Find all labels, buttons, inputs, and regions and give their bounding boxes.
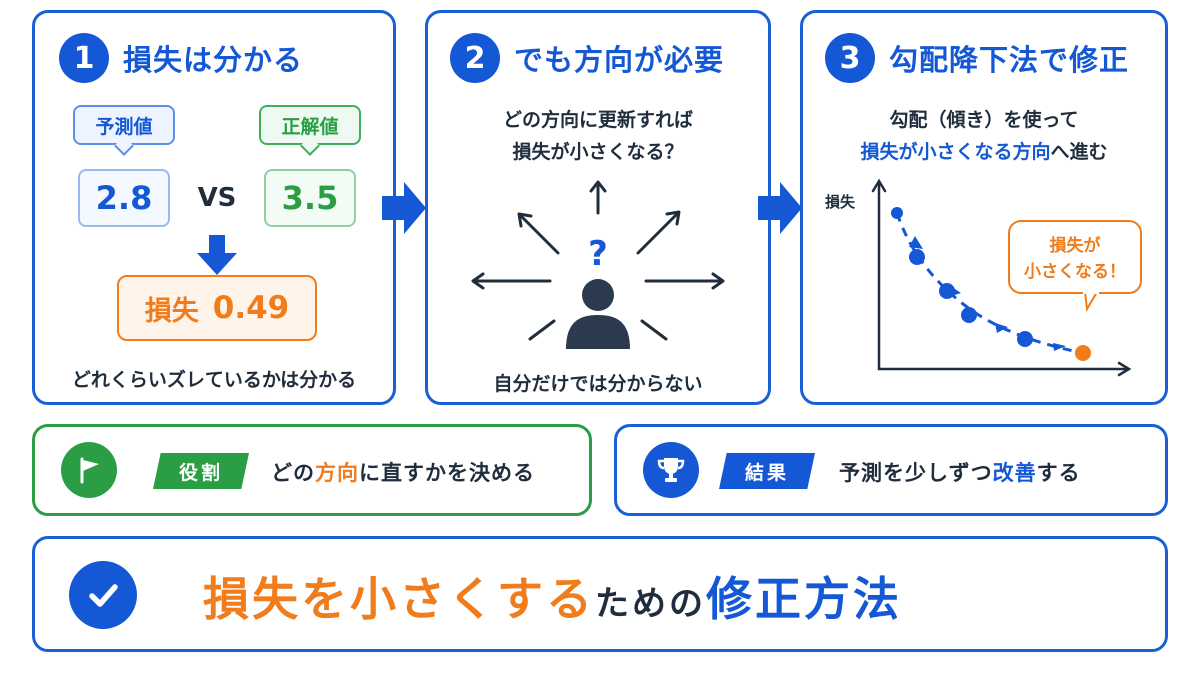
step2-title: でも方向が必要 bbox=[514, 43, 725, 77]
step2-question-line1: どの方向に更新すれば bbox=[502, 109, 693, 131]
down-arrow-icon bbox=[197, 235, 237, 275]
step1-title: 損失は分かる bbox=[123, 43, 304, 77]
step3-number: 3 bbox=[825, 33, 875, 83]
role-text: どの方向に直すかを決める bbox=[271, 461, 535, 485]
step3-desc-line1: 勾配（傾き）を使って bbox=[889, 109, 1079, 131]
step2-question-line2: 損失が小さくなる？ bbox=[512, 141, 684, 163]
bubble-line2: 小さくなる！ bbox=[1024, 262, 1126, 282]
step3-header: 3 勾配降下法で修正 bbox=[825, 33, 1129, 83]
vs-label: VS bbox=[197, 183, 237, 213]
direction-arrows-icon: ? bbox=[471, 180, 725, 349]
step2-caption: 自分だけでは分からない bbox=[493, 373, 703, 395]
step3-title: 勾配降下法で修正 bbox=[889, 43, 1130, 77]
role-strip: 役割 どの方向に直すかを決める bbox=[32, 424, 592, 516]
loss-value: 0.49 bbox=[212, 290, 290, 326]
step1-panel: 1 損失は分かる 予測値 正解値 2.8 VS 3.5 損失 0.49 どれくら… bbox=[32, 10, 396, 405]
step1-caption: どれくらいズレているかは分かる bbox=[71, 369, 357, 391]
summary-text: 損失を小さくするための修正方法 bbox=[203, 572, 902, 626]
next-arrow-icon bbox=[382, 182, 426, 234]
step3-panel: 3 勾配降下法で修正 勾配（傾き）を使って 損失が小さくなる方向へ進む 損失 bbox=[800, 10, 1168, 405]
step2-panel: 2 でも方向が必要 どの方向に更新すれば 損失が小さくなる？ ? 自分だけでは分… bbox=[425, 10, 771, 405]
check-icon bbox=[69, 561, 137, 629]
question-mark: ? bbox=[588, 234, 608, 274]
step1-header: 1 損失は分かる bbox=[59, 33, 303, 83]
prediction-value: 2.8 bbox=[78, 169, 170, 227]
result-text: 予測を少しずつ改善する bbox=[839, 461, 1081, 485]
trophy-icon bbox=[643, 442, 699, 498]
step2-number: 2 bbox=[450, 33, 500, 83]
step2-header: 2 でも方向が必要 bbox=[450, 33, 724, 83]
loss-box: 損失 0.49 bbox=[117, 275, 317, 341]
truth-value: 3.5 bbox=[264, 169, 356, 227]
result-strip: 結果 予測を少しずつ改善する bbox=[614, 424, 1168, 516]
step1-number: 1 bbox=[59, 33, 109, 83]
role-label: 役割 bbox=[153, 453, 249, 489]
loss-label: 損失 bbox=[144, 295, 199, 327]
flag-icon bbox=[61, 442, 117, 498]
step3-desc-line2: 損失が小さくなる方向へ進む bbox=[860, 141, 1108, 163]
next-arrow-icon bbox=[758, 182, 802, 234]
y-axis-label: 損失 bbox=[825, 193, 856, 211]
summary-banner: 損失を小さくするための修正方法 bbox=[32, 536, 1168, 652]
result-label: 結果 bbox=[719, 453, 815, 489]
bubble-line1: 損失が bbox=[1050, 235, 1101, 256]
loss-curve-graph: 損失 損失が 小さくなる！ bbox=[825, 178, 1142, 377]
